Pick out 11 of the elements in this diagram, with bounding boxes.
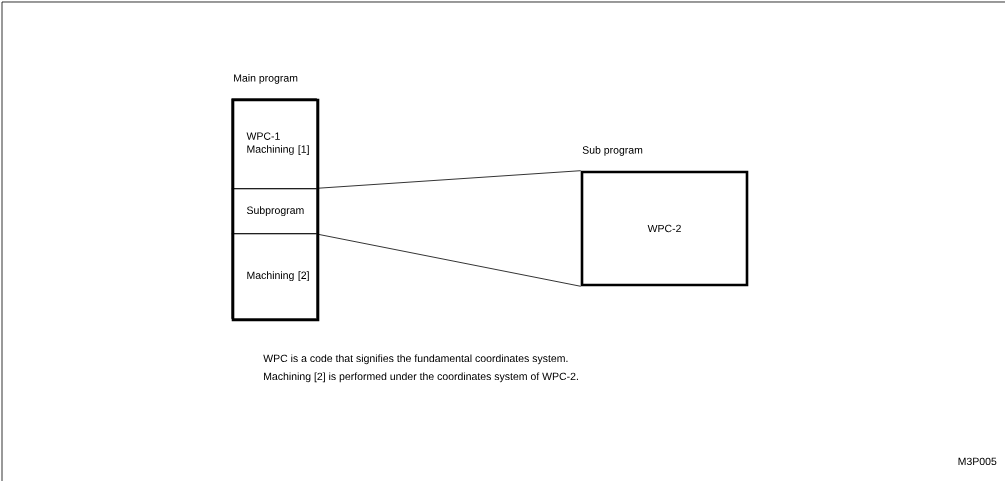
program-cell: Subprogram [231,188,318,235]
program-box: Sub program WPC-2 [580,146,749,287]
note-text: Machining [2] is performed under the coordinates system of WPC-2. [264,372,578,383]
connector-line [316,233,582,287]
node-label: Sub program [582,146,643,156]
program-cell: WPC-1 Machining [1] [231,98,318,190]
node-label: Main program [234,74,298,84]
program-cell: Machining [2] [231,233,318,320]
connector-line [316,170,582,189]
figure-number: M3P005 [958,457,997,466]
note-text: WPC is a code that signifies the fundamental coordinates system. [263,354,568,365]
